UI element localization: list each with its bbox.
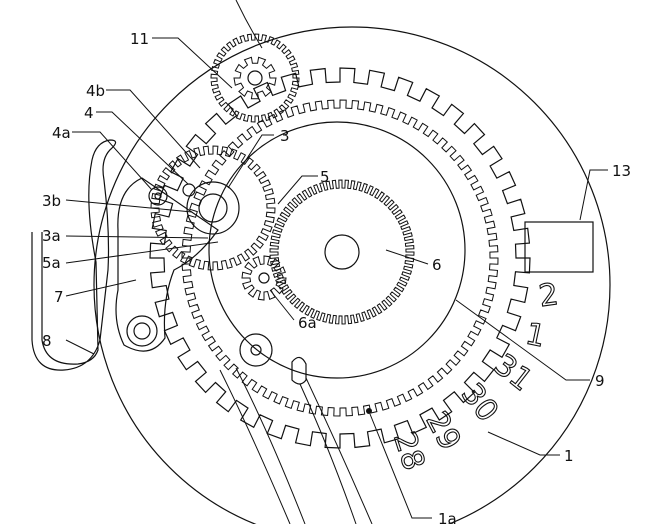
gear-11-hub — [247, 70, 263, 86]
leader-13 — [579, 169, 608, 221]
spring-8 — [31, 139, 117, 371]
label-1: 1 — [564, 447, 574, 465]
leader-11 — [152, 37, 233, 89]
date-ring-9-outer-teeth — [149, 67, 531, 449]
leader-8 — [65, 339, 95, 355]
mark-1a-dot — [366, 408, 372, 414]
lever-7-pivot — [126, 315, 158, 347]
date-30: 30 — [454, 377, 505, 429]
gear-3-hub-inner — [198, 193, 228, 223]
date-window-13 — [524, 221, 594, 273]
pin-4 — [182, 183, 196, 197]
leader-4 — [96, 111, 189, 185]
pinion-6a-teeth — [241, 255, 287, 301]
label-7: 7 — [54, 288, 64, 306]
label-4: 4 — [84, 104, 94, 122]
leader-6a — [269, 289, 295, 321]
label-4b: 4b — [86, 82, 105, 100]
pinion-6a-center — [258, 272, 270, 284]
label-6: 6 — [432, 256, 442, 274]
label-5a: 5a — [42, 254, 61, 272]
gear-11-teeth — [210, 33, 300, 123]
roller — [239, 333, 273, 367]
leader-1a — [369, 413, 432, 519]
pin-4a — [148, 186, 168, 206]
leader-9 — [455, 299, 590, 381]
label-3: 3 — [280, 127, 290, 145]
label-4a: 4a — [52, 124, 71, 142]
gear-11-inner-teeth — [233, 56, 277, 100]
label-13: 13 — [612, 162, 631, 180]
lever-7 — [115, 177, 219, 352]
roller-center — [250, 344, 262, 356]
label-6a: 6a — [298, 314, 317, 332]
label-1a: 1a — [438, 510, 457, 524]
leader-5a — [65, 241, 219, 264]
wheel-5-rim — [208, 121, 466, 379]
leader-1 — [487, 431, 560, 456]
date-28: 28 — [386, 428, 431, 475]
date-2: 2 — [537, 277, 561, 314]
date-1: 1 — [522, 317, 548, 355]
wheel-6-teeth — [269, 179, 415, 325]
top-stem-line — [235, 0, 263, 49]
leader-7 — [65, 279, 137, 297]
label-8: 8 — [42, 332, 52, 350]
leader-6 — [385, 249, 429, 265]
label-5: 5 — [320, 168, 330, 186]
slot-1a — [291, 356, 307, 385]
stem-lines — [219, 367, 373, 524]
label-3b: 3b — [42, 192, 61, 210]
label-9: 9 — [595, 372, 605, 390]
lever-7-pivot-hole — [133, 322, 151, 340]
date-disc-1 — [93, 26, 611, 524]
label-11: 11 — [130, 30, 149, 48]
gear-3-hub-outer — [186, 181, 240, 235]
pin-4a-center — [154, 192, 162, 200]
date-ring-9-inner-teeth — [181, 99, 499, 417]
leader-4a — [72, 131, 153, 191]
leader-3 — [227, 134, 274, 189]
leader-4b — [106, 89, 201, 169]
wheel-6-hub — [324, 234, 360, 270]
gear-3-teeth — [150, 145, 276, 271]
label-3a: 3a — [42, 227, 61, 245]
leader-3b — [65, 199, 193, 213]
leader-3a — [65, 235, 209, 239]
leader-5 — [277, 175, 318, 205]
